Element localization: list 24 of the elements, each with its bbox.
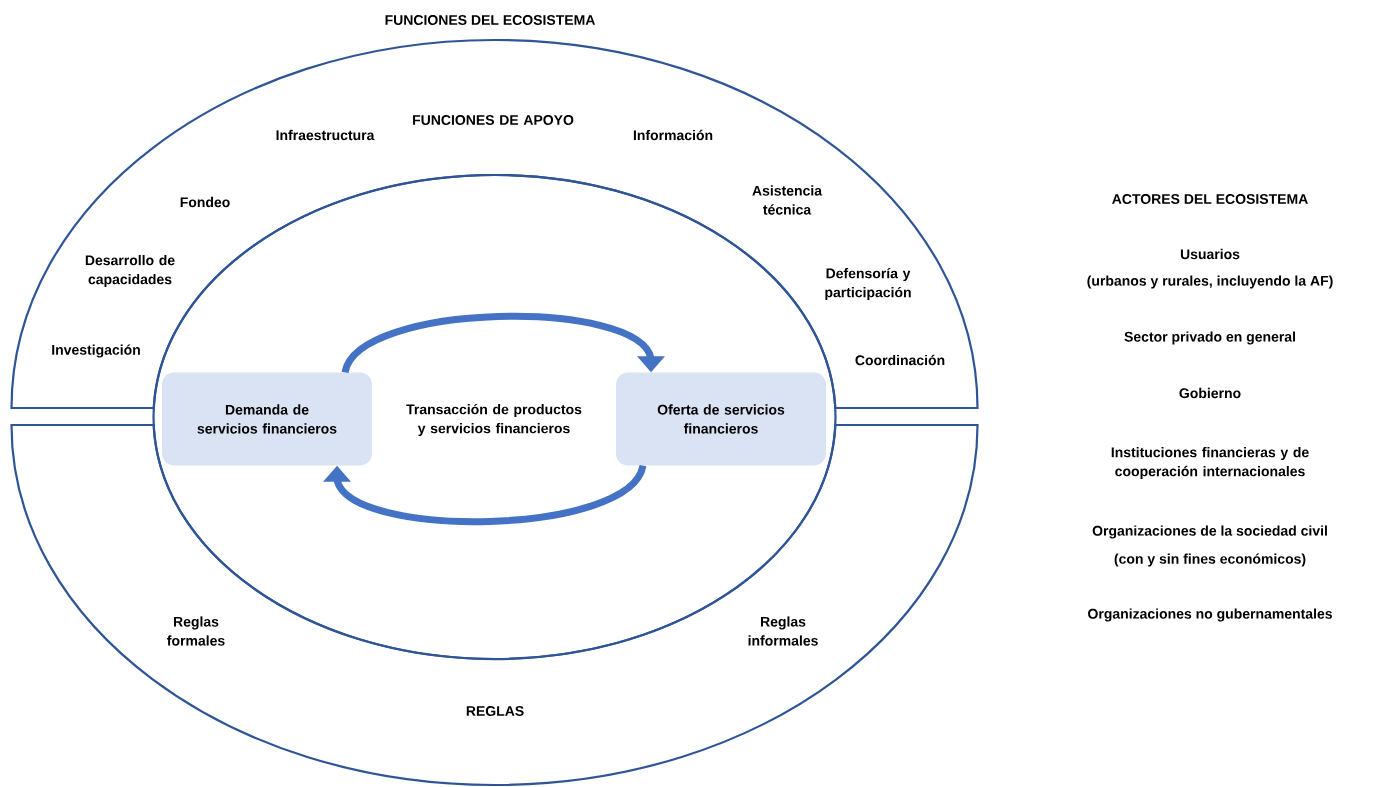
label: Instituciones financieras y de cooperación internacionales (1111, 447, 1309, 480)
label: Infraestructura (276, 129, 375, 141)
label: Organizaciones de la sociedad civil (1092, 525, 1327, 539)
label: Investigación (52, 344, 140, 358)
label: Asistencia técnica (752, 185, 823, 215)
label: Información (633, 129, 713, 141)
label: ACTORES DEL ECOSISTEMA (1112, 194, 1308, 204)
label: Sector privado en general (1124, 331, 1295, 345)
label: (urbanos y rurales, incluyendo la AF) (1087, 275, 1333, 289)
rounded-box: Demanda de servicios financieros (162, 372, 372, 466)
label: Defensoría y participación (825, 267, 911, 301)
label: Fondeo (180, 196, 230, 208)
label: Usuarios (1180, 248, 1240, 260)
label: Reglas formales (167, 616, 225, 646)
label: Coordinación (855, 354, 945, 366)
label: Reglas informales (748, 616, 818, 646)
curved-arrow (341, 313, 665, 374)
label: Organizaciones no gubernamentales (1088, 608, 1332, 622)
heading: FUNCIONES DEL ECOSISTEMA (385, 15, 596, 25)
curved-arrow (323, 464, 647, 525)
rounded-box: Oferta de servicios financieros (616, 372, 826, 466)
label: (con y sin fines económicos) (1114, 553, 1306, 567)
label: Gobierno (1179, 387, 1241, 399)
label: Desarrollo de capacidades (85, 255, 175, 287)
